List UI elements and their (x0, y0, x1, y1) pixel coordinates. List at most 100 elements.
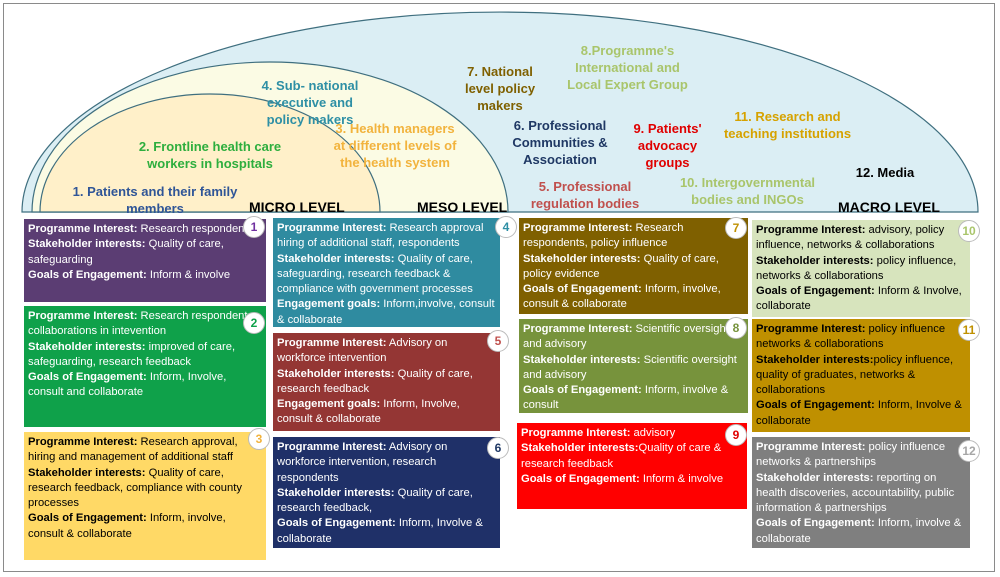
stakeholder-label-8: 8.Programme's International and Local Ex… (567, 43, 688, 92)
engagement-box-7: Programme Interest: Research respondents… (519, 218, 748, 314)
box-line-key: Stakeholder interests: (756, 353, 874, 366)
badge-7: 7 (725, 217, 747, 239)
box-line: Engagement goals: Inform,involve, consul… (277, 297, 496, 328)
box-line: Stakeholder interests: Quality of care, … (523, 252, 744, 283)
badge-3: 3 (248, 428, 270, 450)
box-line: Stakeholder interests: Scientific oversi… (523, 353, 744, 384)
box-line-key: Stakeholder interests: (521, 442, 639, 455)
stakeholder-label-5: 5. Professional regulation bodies (530, 179, 640, 211)
box-line-key: Programme Interest: (277, 441, 387, 453)
box-line: Engagement goals: Inform, Involve, consu… (277, 397, 496, 428)
box-line: Goals of Engagement: Inform, Involve & c… (277, 516, 496, 547)
box-line-key: Programme Interest: (523, 323, 633, 335)
box-line-value: policy influence, networks & collaborati… (756, 254, 957, 282)
box-line-value: Quality of care, safeguarding (28, 238, 224, 266)
box-line: Programme Interest: Research approval hi… (277, 221, 496, 252)
box-line-value: advisory, policy influence, networks & c… (756, 224, 945, 252)
box-line-key: Programme Interest: (756, 441, 866, 453)
stakeholder-label-6: 6. Professional Communities & Associatio… (512, 118, 608, 167)
box-line: Goals of Engagement: Inform & involve (521, 472, 743, 487)
box-line-value: policy influence, quality of graduates, … (756, 353, 954, 397)
box-line-value: Research respondents, collaborations in … (28, 310, 257, 338)
box-line: Programme Interest: Scientific oversight… (523, 322, 744, 353)
box-line: Goals of Engagement: Inform, involve & c… (756, 516, 966, 547)
badge-10: 10 (958, 220, 980, 242)
box-line: Programme Interest: Research approval, h… (28, 435, 262, 466)
box-line: Goals of Engagement: Inform, Involve, co… (28, 370, 262, 401)
box-line-value: Inform & involve (639, 472, 724, 485)
box-line-key: Goals of Engagement: (28, 512, 147, 525)
box-line-value: Inform, Involve & collaborate (277, 517, 483, 545)
box-line: Goals of Engagement: Inform, involve & c… (523, 383, 744, 414)
box-line-value: Inform, involve & collaborate (756, 517, 962, 545)
box-line-value: Quality of care, research feedback (277, 367, 473, 395)
stakeholder-label-12: 12. Media (855, 165, 915, 180)
box-line-value: Quality of care, policy evidence (523, 252, 719, 280)
engagement-box-5: Programme Interest: Advisory on workforc… (273, 333, 500, 431)
box-line-value: Inform, involve & consult (523, 384, 729, 412)
box-line-key: Stakeholder interests: (277, 252, 395, 265)
box-line-value: policy influence networks & collaboratio… (756, 323, 946, 351)
stakeholder-label-11: 11. Research and teaching institutions (723, 109, 852, 141)
box-line-key: Stakeholder interests: (277, 367, 395, 380)
box-line-value: Inform & Involve, collaborate (756, 285, 962, 313)
box-line-key: Programme Interest: (523, 222, 633, 234)
badge-8: 8 (725, 317, 747, 339)
box-line-key: Programme Interest: (277, 222, 387, 234)
box-line: Goals of Engagement: Inform, involve, co… (28, 511, 262, 542)
box-line-value: Quality of care, safeguarding, research … (277, 252, 473, 296)
stakeholder-label-1: 1. Patients and their family members (72, 184, 238, 216)
box-line-key: Goals of Engagement: (756, 517, 875, 530)
box-line-key: Programme Interest: (277, 337, 387, 349)
box-line: Programme Interest: Advisory on workforc… (277, 440, 496, 486)
box-line-value: Research approval hiring of additional s… (277, 222, 484, 250)
box-line-key: Programme Interest: (756, 323, 866, 335)
box-line-value: Scientific oversight and advisory (523, 323, 729, 351)
box-line-key: Goals of Engagement: (756, 285, 875, 298)
box-line: Stakeholder interests: Quality of care, … (277, 486, 496, 517)
box-line-key: Goals of Engagement: (277, 517, 396, 530)
box-line: Stakeholder interests:policy influence, … (756, 353, 966, 399)
box-line-value: Scientific oversight and advisory (523, 353, 737, 381)
box-line: Stakeholder interests: improved of care,… (28, 340, 262, 371)
box-line: Programme Interest: Research respondents (28, 222, 262, 237)
stakeholder-label-7: 7. National level policy makers (464, 64, 536, 113)
box-line-key: Engagement goals: (277, 298, 381, 311)
box-line: Goals of Engagement: Inform, Involve & c… (756, 398, 966, 429)
box-line-value: advisory (630, 427, 676, 439)
badge-9: 9 (725, 424, 747, 446)
engagement-box-10: Programme Interest: advisory, policy inf… (752, 220, 970, 317)
macro-level-label: MACRO LEVEL (838, 199, 940, 215)
stakeholder-label-4: 4. Sub- national executive and policy ma… (261, 78, 359, 127)
meso-level-label: MESO LEVEL (417, 199, 508, 215)
box-line-key: Stakeholder interests: (28, 466, 146, 479)
box-line-value: Quality of care & research feedback (521, 442, 722, 470)
box-line-key: Stakeholder interests: (756, 471, 874, 484)
box-line: Stakeholder interests: policy influence,… (756, 254, 966, 285)
engagement-box-1: Programme Interest: Research respondents… (24, 219, 266, 302)
stakeholder-label-9: 9. Patients' advocacy groups (633, 121, 702, 170)
engagement-box-4: Programme Interest: Research approval hi… (273, 218, 500, 327)
box-line: Stakeholder interests:Quality of care & … (521, 441, 743, 472)
box-line-key: Programme Interest: (28, 310, 138, 322)
box-line-value: Research approval, hiring and management… (28, 436, 238, 464)
box-line-key: Stakeholder interests: (277, 486, 395, 499)
badge-11: 11 (958, 319, 980, 341)
box-line-key: Goals of Engagement: (28, 268, 147, 281)
box-line-value: Quality of care, research feedback, (277, 486, 473, 515)
box-line: Programme Interest: policy influence net… (756, 440, 966, 471)
box-line-key: Goals of Engagement: (523, 384, 642, 397)
engagement-box-3: Programme Interest: Research approval, h… (24, 432, 266, 560)
box-line-value: Inform,involve, consult & collaborate (277, 298, 495, 326)
box-line-key: Goals of Engagement: (756, 399, 875, 412)
box-line-key: Programme Interest: (28, 223, 138, 235)
stakeholder-label-3: 3. Health managers at different levels o… (333, 121, 457, 170)
box-line-value: policy influence networks & partnerships (756, 441, 946, 469)
box-line: Programme Interest: policy influence net… (756, 322, 966, 353)
box-line: Programme Interest: Research respondents… (523, 221, 744, 252)
box-line: Goals of Engagement: Inform & Involve, c… (756, 284, 966, 315)
box-line-key: Engagement goals: (277, 398, 381, 411)
box-line: Programme Interest: Advisory on workforc… (277, 336, 496, 367)
box-line-value: Inform, Involve & collaborate (756, 399, 962, 427)
